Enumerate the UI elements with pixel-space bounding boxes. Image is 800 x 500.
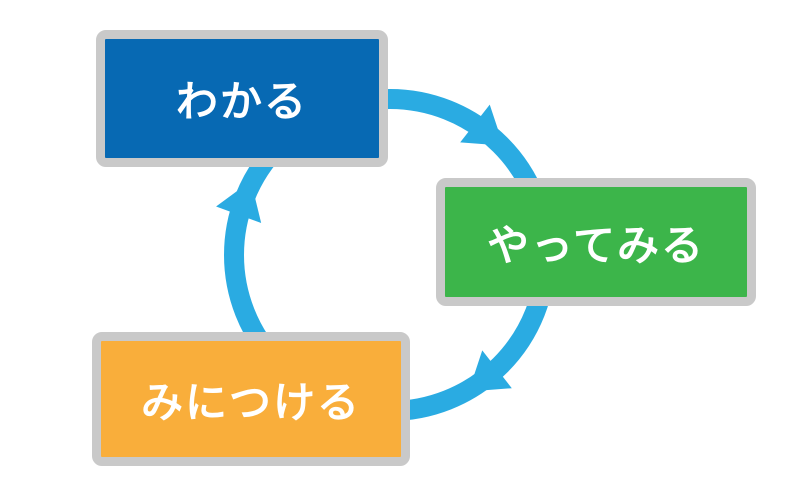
node-label-yattemiru: やってみる [487,220,705,270]
arrow-mitsukeru-to-wakaru [216,180,262,223]
arrow-wakaru-to-yattemiru [460,104,504,146]
node-wakaru: わかる [96,30,388,167]
arrow-yattemiru-to-mitsukeru [468,350,512,392]
node-label-wakaru: わかる [175,77,308,126]
node-yattemiru: やってみる [436,178,756,306]
node-mitsukeru: みにつける [92,332,410,466]
node-label-mitsukeru: みにつける [140,377,361,427]
